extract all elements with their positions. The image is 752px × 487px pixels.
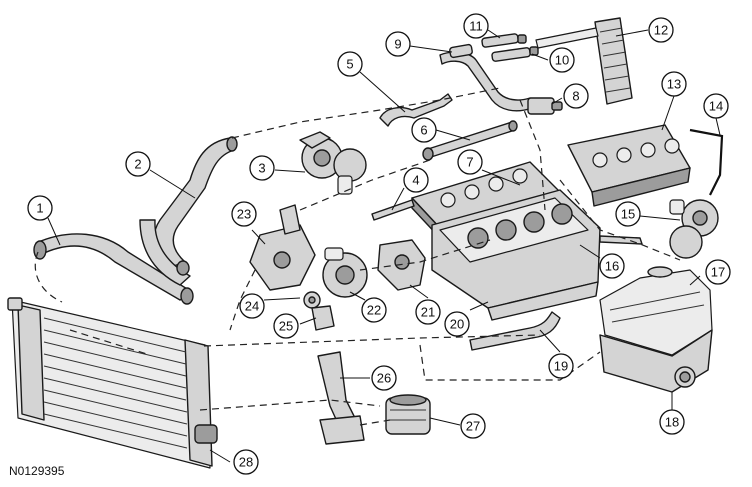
svg-text:28: 28 [239,455,253,470]
engine-block [431,189,601,321]
svg-text:12: 12 [654,23,668,38]
svg-text:24: 24 [245,299,259,314]
callout-25: 25 [273,313,299,339]
coolant-temp-sensor-10 [491,46,539,62]
svg-text:6: 6 [420,123,427,138]
oil-cooler-hose [317,351,365,445]
svg-text:17: 17 [711,265,725,280]
callout-19: 19 [548,353,574,379]
svg-text:25: 25 [279,319,293,334]
coolant-temp-sensor-9 [449,43,473,59]
figure-id-label: N0129395 [9,464,65,478]
svg-text:14: 14 [709,99,723,114]
callout-23: 23 [231,201,257,227]
callout-11: 11 [463,13,489,39]
coolant-bypass-tube [379,93,453,127]
svg-text:26: 26 [377,371,391,386]
degas-bottle [599,266,713,356]
transmission-oil-cooler [385,394,431,435]
turbocharger-right [669,199,719,259]
svg-text:11: 11 [469,19,483,34]
callout-2: 2 [125,151,151,177]
thermostat-housing [249,204,316,291]
upper-radiator-hose [139,136,238,286]
callout-28: 28 [233,449,259,475]
svg-text:3: 3 [258,161,265,176]
callout-13: 13 [661,71,687,97]
callout-4: 4 [403,167,429,193]
radiator [7,297,218,469]
degas-hose [469,311,561,351]
coolant-flow-paths [34,87,681,426]
svg-text:1: 1 [36,201,43,216]
callout-10: 10 [549,47,575,73]
svg-text:15: 15 [621,207,635,222]
callout-16: 16 [599,253,625,279]
callout-17: 17 [705,259,731,285]
water-pump [322,247,368,298]
air-cleaner-housing [599,329,713,393]
callout-14: 14 [703,93,729,119]
svg-text:5: 5 [346,57,353,72]
coolant-temp-sensor-11 [481,33,527,48]
svg-text:22: 22 [367,303,381,318]
callout-26: 26 [371,365,397,391]
thermostat [303,291,321,309]
svg-text:9: 9 [394,37,401,52]
callout-21: 21 [415,299,441,325]
svg-text:18: 18 [665,415,679,430]
callout-leaders [47,29,721,463]
svg-text:4: 4 [412,173,419,188]
svg-text:7: 7 [466,155,473,170]
callout-8: 8 [563,83,589,109]
bleed-hose-16 [599,235,643,245]
callout-27: 27 [460,413,486,439]
turbocharger-left [299,131,367,195]
coolant-outlet-8 [527,97,563,115]
callout-1: 1 [27,195,53,221]
callout-5: 5 [337,51,363,77]
callout-7: 7 [457,149,483,175]
callout-18: 18 [659,409,685,435]
callout-24: 24 [239,293,265,319]
turbo-coolant-tube-14 [689,128,724,196]
svg-text:20: 20 [450,317,464,332]
svg-text:19: 19 [554,359,568,374]
heater-hose [439,51,533,112]
callout-12: 12 [648,17,674,43]
callout-3: 3 [249,155,275,181]
svg-text:21: 21 [421,305,435,320]
svg-text:13: 13 [667,77,681,92]
svg-text:8: 8 [572,89,579,104]
svg-text:10: 10 [555,53,569,68]
callout-20: 20 [444,311,470,337]
callout-15: 15 [615,201,641,227]
coolant-tube-4 [371,199,415,221]
heater-core [535,17,633,105]
svg-text:2: 2 [134,157,141,172]
coolant-inlet-25 [311,305,335,331]
svg-text:23: 23 [237,207,251,222]
callout-6: 6 [411,117,437,143]
callout-9: 9 [385,31,411,57]
svg-text:16: 16 [605,259,619,274]
svg-text:27: 27 [466,419,480,434]
callout-22: 22 [361,297,387,323]
cylinder-head-right [567,124,691,207]
